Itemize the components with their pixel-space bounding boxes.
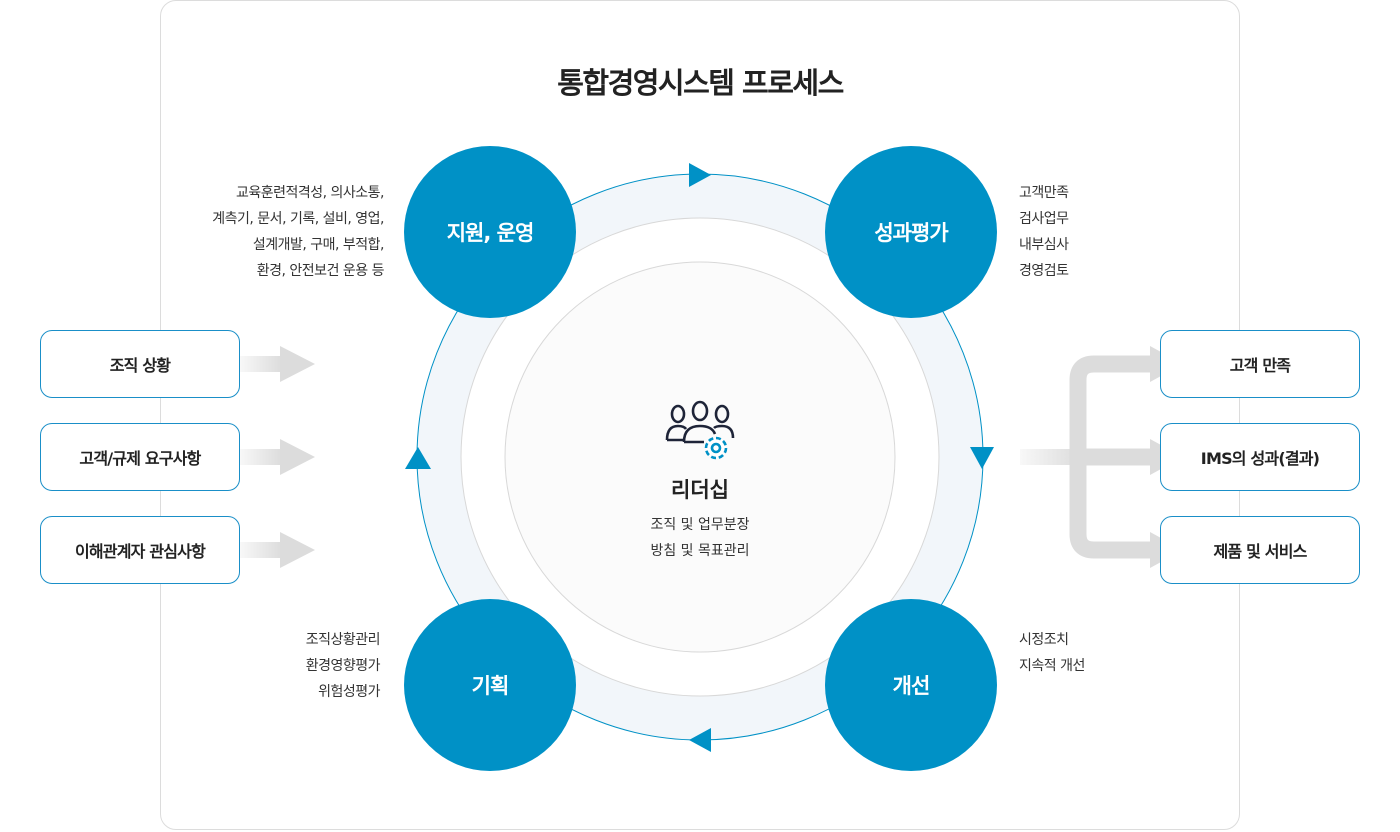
- support-description: 교육훈련적격성, 의사소통, 계측기, 문서, 기록, 설비, 영업, 설계개발…: [212, 180, 384, 284]
- cycle-arrow-up-icon: [405, 447, 431, 469]
- output-products-services: 제품 및 서비스: [1160, 516, 1360, 584]
- desc-line: 고객만족: [1019, 185, 1069, 201]
- desc-line: 시정조치: [1019, 632, 1069, 648]
- input-arrows: [240, 346, 315, 568]
- leadership-title: 리더십: [671, 478, 729, 502]
- desc-line: 설계개발, 구매, 부적합,: [252, 237, 385, 253]
- desc-line: 경영검토: [1019, 263, 1069, 279]
- desc-line: 위험성평가: [318, 684, 380, 700]
- input-stakeholder-interests: 이해관계자 관심사항: [40, 516, 240, 584]
- desc-line: 조직 및 업무분장: [650, 517, 750, 533]
- desc-line: 조직상황관리: [305, 632, 381, 648]
- node-improvement: 개선: [825, 599, 997, 771]
- evaluation-description: 고객만족 검사업무 내부심사 경영검토: [1019, 180, 1069, 284]
- node-performance-evaluation: 성과평가: [825, 146, 997, 318]
- desc-line: 계측기, 문서, 기록, 설비, 영업,: [212, 211, 384, 227]
- page-title: 통합경영시스템 프로세스: [557, 66, 844, 100]
- diagram-card: [160, 0, 1240, 830]
- inner-ring: [504, 261, 896, 653]
- desc-line: 지속적 개선: [1019, 658, 1085, 674]
- cycle-arrow-down-icon: [970, 447, 994, 469]
- desc-line: 검사업무: [1019, 211, 1069, 227]
- leadership-people-gear-icon: [665, 400, 735, 460]
- node-planning: 기획: [404, 599, 576, 771]
- input-customer-requirements: 고객/규제 요구사항: [40, 423, 240, 491]
- improvement-description: 시정조치 지속적 개선: [1019, 627, 1085, 679]
- output-ims-performance: IMS의 성과(결과): [1160, 423, 1360, 491]
- leadership-description: 조직 및 업무분장 방침 및 목표관리: [600, 512, 800, 564]
- desc-line: 환경, 안전보건 운용 등: [256, 263, 385, 279]
- cycle-arrow-left-icon: [689, 728, 711, 752]
- desc-line: 내부심사: [1019, 237, 1069, 253]
- output-arrows: [1069, 355, 1152, 559]
- input-organization-context: 조직 상황: [40, 330, 240, 398]
- desc-line: 방침 및 목표관리: [650, 543, 750, 559]
- desc-line: 교육훈련적격성, 의사소통,: [235, 185, 385, 201]
- node-support-operation: 지원, 운영: [404, 146, 576, 318]
- output-customer-satisfaction: 고객 만족: [1160, 330, 1360, 398]
- desc-line: 환경영향평가: [305, 658, 381, 674]
- cycle-arrow-right-icon: [689, 163, 711, 187]
- planning-description: 조직상황관리 환경영향평가 위험성평가: [305, 627, 381, 705]
